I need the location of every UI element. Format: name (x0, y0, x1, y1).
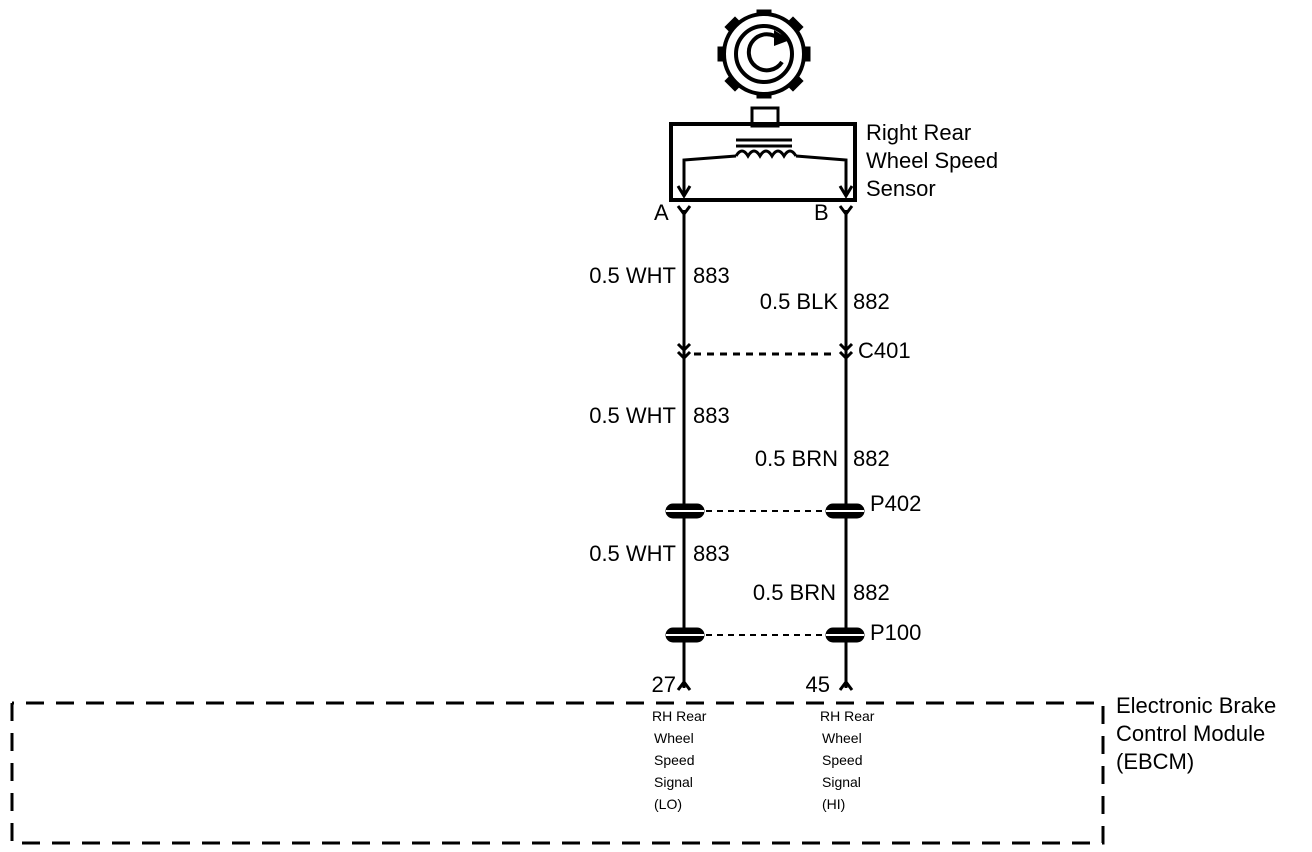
module-pin-lo: 27 (652, 672, 676, 697)
sensor-name-line-2: Wheel Speed (866, 148, 998, 173)
signal-hi-line-1: RH Rear (820, 708, 875, 724)
tone-wheel-icon (717, 9, 811, 99)
module-name-line-3: (EBCM) (1116, 749, 1194, 774)
signal-hi-line-4: Signal (822, 774, 861, 790)
connector-p402-label: P402 (870, 491, 921, 516)
signal-lo-line-5: (LO) (654, 796, 682, 812)
wire-b-seg3-color: 0.5 BRN (753, 580, 836, 605)
sensor-name-line-3: Sensor (866, 176, 936, 201)
signal-lo-line-2: Wheel (654, 730, 694, 746)
wire-b-seg2-color: 0.5 BRN (755, 446, 838, 471)
wire-b-seg1-color: 0.5 BLK (760, 289, 839, 314)
wire-a-seg2-color: 0.5 WHT (589, 403, 676, 428)
wire-a-seg1-circuit: 883 (693, 263, 730, 288)
module-name-line-2: Control Module (1116, 721, 1265, 746)
signal-lo-line-4: Signal (654, 774, 693, 790)
ebcm-module-box (10, 701, 1105, 845)
wire-b-seg1-circuit: 882 (853, 289, 890, 314)
connector-c401-label: C401 (858, 338, 911, 363)
module-pin-hi: 45 (806, 672, 830, 697)
wire-a-seg3-color: 0.5 WHT (589, 541, 676, 566)
signal-hi-line-3: Speed (822, 752, 862, 768)
signal-lo-line-1: RH Rear (652, 708, 707, 724)
signal-hi-line-2: Wheel (822, 730, 862, 746)
wheel-speed-sensor (669, 106, 857, 202)
wire-a-seg1-color: 0.5 WHT (589, 263, 676, 288)
connector-p100-label: P100 (870, 620, 921, 645)
terminal-b-label: B (814, 200, 829, 225)
connector-p100 (665, 627, 865, 643)
terminal-a-label: A (654, 200, 669, 225)
wire-b-seg2-circuit: 882 (853, 446, 890, 471)
signal-lo-line-3: Speed (654, 752, 694, 768)
signal-hi-line-5: (HI) (822, 796, 845, 812)
wire-a-seg3-circuit: 883 (693, 541, 730, 566)
module-name-line-1: Electronic Brake (1116, 693, 1276, 718)
connector-c401 (676, 342, 854, 361)
wire-a-seg2-circuit: 883 (693, 403, 730, 428)
wire-b-seg3-circuit: 882 (853, 580, 890, 605)
module-pin-marks (676, 679, 854, 691)
sensor-name-line-1: Right Rear (866, 120, 971, 145)
connector-p402 (665, 503, 865, 519)
